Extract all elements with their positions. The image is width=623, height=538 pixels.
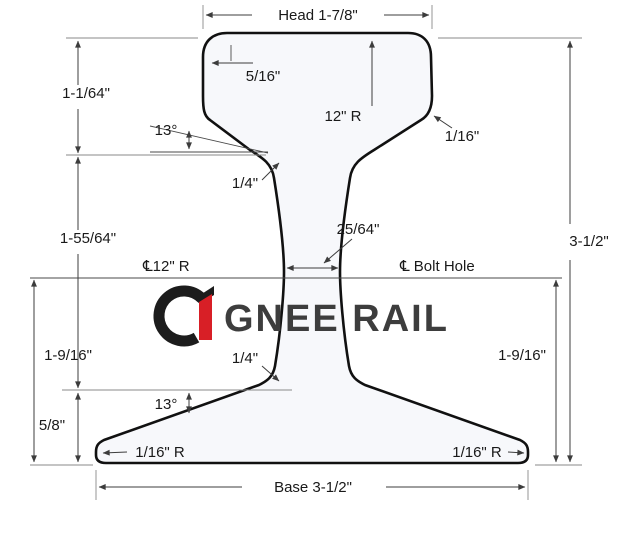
dim-left-column: 1-1/64" 1-55/64" 5/8" 1-9/16" xyxy=(30,37,292,466)
leader-arrow xyxy=(261,162,280,181)
dim-lower-fillet: 1/4" xyxy=(232,350,280,382)
head-width-label: Head 1-7/8" xyxy=(278,7,358,24)
upper-height-label: 1-55/64" xyxy=(60,230,116,247)
dim-upper-fillet: 1/4" xyxy=(232,162,280,192)
lower-height-right-label: 1-9/16" xyxy=(498,347,546,364)
head-edge-radius-label: 1/16" xyxy=(445,128,480,145)
head-depth-label: 1-1/64" xyxy=(62,85,110,102)
centerline-bolt-hole-label: ℄ Bolt Hole xyxy=(399,258,475,275)
total-height-label: 3-1/2" xyxy=(569,233,609,250)
base-right-radius-label: 1/16" R xyxy=(452,444,502,461)
dim-base-width: Base 3-1/2" xyxy=(95,470,529,500)
dim-head-radius: 12" R xyxy=(324,40,375,125)
head-corner-radius-label: 5/16" xyxy=(246,68,281,85)
lower-height-left-label: 1-9/16" xyxy=(44,347,92,364)
leader-arrow xyxy=(323,238,353,264)
dim-base-left-radius: 1/16" R xyxy=(102,444,185,461)
head-radius-label: 12" R xyxy=(324,108,361,125)
lower-fillet-label: 1/4" xyxy=(232,350,258,367)
leader-arrow xyxy=(507,449,525,456)
bolt-hole-centerline: ℄12" R ℄ Bolt Hole xyxy=(30,258,562,279)
base-width-label: Base 3-1/2" xyxy=(274,479,352,496)
dim-base-angle: 13° xyxy=(155,392,192,414)
dim-web-width: 25/64" xyxy=(286,221,380,271)
dim-total-height: 3-1/2" xyxy=(438,37,609,466)
leader-arrow xyxy=(261,365,280,382)
base-edge-height-label: 5/8" xyxy=(39,417,65,434)
dim-lower-height-right: 1-9/16" xyxy=(498,279,559,463)
brand-name: GNEE RAIL xyxy=(224,298,449,340)
head-angle-label: 13° xyxy=(155,122,178,139)
dim-head-width: Head 1-7/8" xyxy=(202,5,433,29)
dim-head-angle: 13° xyxy=(149,122,269,154)
web-width-label: 25/64" xyxy=(337,221,380,238)
dim-base-right-radius: 1/16" R xyxy=(452,444,525,461)
base-left-radius-label: 1/16" R xyxy=(135,444,185,461)
brand-logo: GNEE RAIL xyxy=(153,285,449,347)
brand-g-icon-serif xyxy=(194,286,214,304)
angle-slant-line xyxy=(149,125,269,154)
leader-arrow xyxy=(102,449,128,456)
rail-profile-outline xyxy=(94,31,530,465)
brand-g-icon xyxy=(153,285,206,347)
dim-head-corner-radius: 5/16" xyxy=(211,45,281,85)
leader-arrow xyxy=(433,115,453,129)
brand-g-icon-red-accent xyxy=(199,294,212,340)
base-angle-label: 13° xyxy=(155,396,178,413)
centerline-web-radius-label: ℄12" R xyxy=(142,258,190,275)
upper-fillet-label: 1/4" xyxy=(232,175,258,192)
dim-head-edge-radius: 1/16" xyxy=(433,115,480,145)
